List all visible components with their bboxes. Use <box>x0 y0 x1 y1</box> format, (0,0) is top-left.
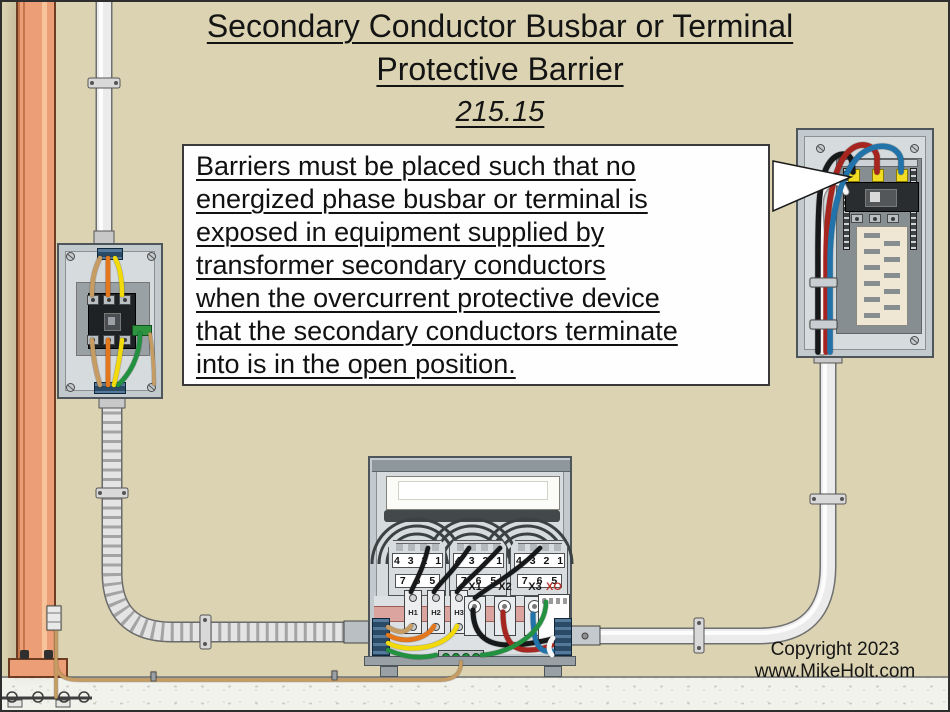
screw-icon <box>910 336 919 345</box>
screw-icon <box>66 383 75 392</box>
screw-icon <box>147 383 156 392</box>
website-line: www.MikeHolt.com <box>754 661 916 682</box>
note-line: transformer secondary conductors <box>196 250 606 280</box>
transformer-foot <box>544 666 562 677</box>
breaker-handle <box>870 192 880 202</box>
pole-base-plate <box>8 658 68 678</box>
note-line: when the overcurrent protective device <box>196 283 660 313</box>
rebar-ground-electrode <box>0 691 92 708</box>
cable-clamp <box>372 618 390 656</box>
conduit-strap <box>95 487 129 499</box>
cable-strap <box>809 277 838 288</box>
screw-icon <box>66 252 75 261</box>
service-riser-conduit <box>87 0 121 246</box>
transformer-base <box>364 656 576 666</box>
winding-terminal-label: 4 3 2 1 <box>392 553 443 568</box>
title-line-2: Protective Barrier <box>376 51 624 87</box>
terminal-lugs <box>457 543 501 551</box>
breaker-lug <box>119 295 131 305</box>
secondary-terminal-label: X3 <box>528 581 542 593</box>
breaker-lug <box>119 335 131 345</box>
screw-icon <box>147 252 156 261</box>
breaker-lug <box>887 214 899 223</box>
breaker-handle <box>108 317 115 325</box>
branch-breaker-column <box>856 226 908 326</box>
title-line-1: Secondary Conductor Busbar or Terminal <box>206 8 794 44</box>
secondary-terminal-label: X1 <box>468 581 482 593</box>
secondary-conduit <box>569 348 847 654</box>
rule-note-box: Barriers must be placed such that no ene… <box>182 144 770 386</box>
secondary-terminal-label: X2 <box>498 581 512 593</box>
winding-terminal-label: 7 6 5 <box>517 574 562 588</box>
screw-icon <box>910 144 919 153</box>
anchor-bolt <box>20 650 29 659</box>
conduit-strap <box>693 617 705 654</box>
note-line: energized phase busbar or terminal is <box>196 184 648 214</box>
page-title: Secondary Conductor Busbar or Terminal P… <box>150 8 850 135</box>
conduit-strap <box>809 493 847 505</box>
copyright-line: Copyright 2023 <box>770 639 900 660</box>
ground-clamp <box>46 605 62 631</box>
conduit-strap <box>199 614 212 650</box>
wire-staple <box>150 671 157 682</box>
wood-pole <box>16 0 56 676</box>
terminal-lugs <box>396 543 440 551</box>
main-breaker <box>845 182 919 212</box>
transformer-foot <box>380 666 398 677</box>
neutral-terminal-label: XO <box>546 581 562 593</box>
note-line: exposed in equipment supplied by <box>196 217 605 247</box>
conduit-strap <box>87 77 121 89</box>
note-line: into is in the open position. <box>196 349 516 379</box>
callout-pointer <box>772 160 854 213</box>
vent-louver <box>386 476 560 510</box>
concrete-floor <box>0 676 950 712</box>
note-line: Barriers must be placed such that no <box>196 151 636 181</box>
note-line: that the secondary conductors terminate <box>196 316 678 346</box>
screw-icon <box>816 144 825 153</box>
breaker-lug <box>869 214 881 223</box>
flexible-conduit <box>95 395 371 650</box>
breaker-lug <box>851 214 863 223</box>
wire-staple <box>331 670 338 681</box>
copyright-notice: Copyright 2023 www.MikeHolt.com <box>735 639 935 683</box>
cable-strap <box>809 319 838 330</box>
code-reference: 215.15 <box>455 96 545 128</box>
anchor-bolt <box>44 650 53 659</box>
transformer-top-cap <box>372 460 570 472</box>
